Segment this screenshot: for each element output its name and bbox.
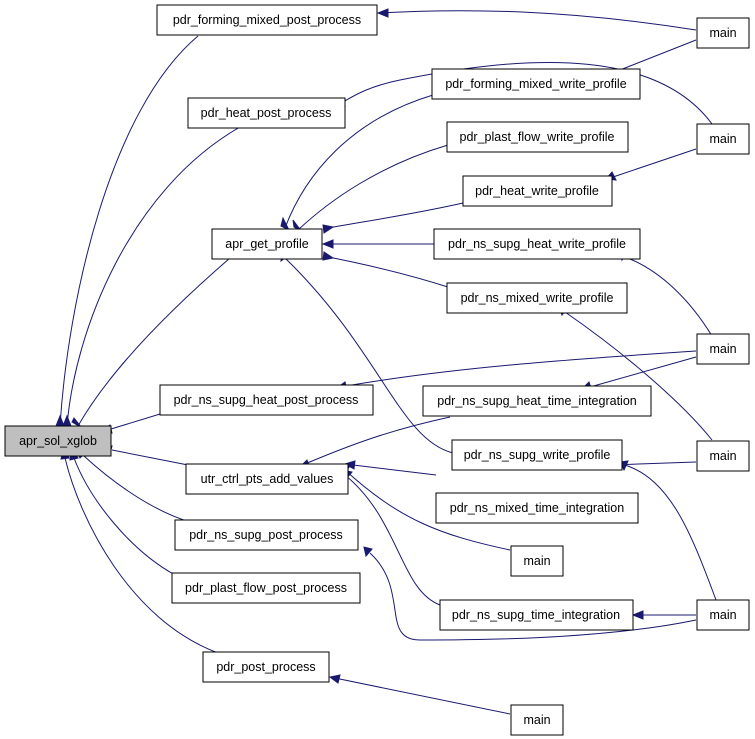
edge-post-process-to-xglob xyxy=(64,457,219,654)
node-pdr-plast-flow-post-process[interactable]: pdr_plast_flow_post_process xyxy=(171,572,361,604)
edge-main3-to-ns-supg-heat-post xyxy=(345,350,697,387)
node-utr-ctrl-pts-add-values[interactable]: utr_ctrl_pts_add_values xyxy=(185,463,349,495)
node-pdr-ns-mixed-time-integration[interactable]: pdr_ns_mixed_time_integration xyxy=(435,492,639,524)
nodes: apr_sol_xglob pdr_forming_mixed_post_pro… xyxy=(4,4,750,736)
node-label: main xyxy=(709,26,736,40)
edge-ns-supg-heat-time-to-utr-ctrl xyxy=(304,416,451,465)
edge-main5-to-utr-ctrl xyxy=(344,469,511,551)
node-label: pdr_heat_write_profile xyxy=(475,184,599,198)
node-label: pdr_ns_supg_post_process xyxy=(189,528,343,542)
edge-main2-to-heat-post xyxy=(342,62,713,125)
node-label: pdr_forming_mixed_post_process xyxy=(173,13,361,27)
edge-main2-to-heat-write xyxy=(612,148,697,178)
node-label: main xyxy=(709,342,736,356)
node-pdr-ns-supg-heat-write-profile[interactable]: pdr_ns_supg_heat_write_profile xyxy=(433,228,641,260)
edge-get-profile-to-xglob xyxy=(77,257,231,427)
arrow-into-get-profile-5 xyxy=(322,251,335,261)
node-label: pdr_ns_supg_heat_time_integration xyxy=(437,394,636,408)
node-label: pdr_plast_flow_post_process xyxy=(185,581,347,595)
node-label: main xyxy=(523,554,550,568)
edge-main3-to-ns-supg-heat-write xyxy=(624,256,713,337)
node-label: pdr_ns_supg_heat_write_profile xyxy=(448,237,626,251)
node-apr-sol-xglob[interactable]: apr_sol_xglob xyxy=(4,425,112,457)
node-main-5[interactable]: main xyxy=(510,545,564,577)
node-label: pdr_forming_mixed_write_profile xyxy=(445,77,626,91)
node-main-7[interactable]: main xyxy=(510,704,564,736)
node-main-4[interactable]: main xyxy=(696,440,750,472)
edge-main6-to-ns-supg-write xyxy=(624,464,717,601)
node-label: main xyxy=(523,713,550,727)
arrow-into-xglob-2 xyxy=(62,414,72,427)
edge-main4-to-ns-mixed-write xyxy=(564,311,713,441)
edge-heat-post-to-xglob xyxy=(66,126,241,427)
node-main-3[interactable]: main xyxy=(696,333,750,365)
edge-main7-to-post-process xyxy=(329,676,511,715)
node-label: main xyxy=(709,608,736,622)
arrow-into-ns-supg-time xyxy=(631,610,644,620)
node-pdr-forming-mixed-post-process[interactable]: pdr_forming_mixed_post_process xyxy=(156,4,378,36)
arrow-into-ns-supg-post xyxy=(363,546,373,558)
node-pdr-ns-supg-write-profile[interactable]: pdr_ns_supg_write_profile xyxy=(451,439,623,471)
node-label: pdr_plast_flow_write_profile xyxy=(460,130,615,144)
node-label: pdr_post_process xyxy=(216,660,315,674)
node-pdr-ns-supg-heat-post-process[interactable]: pdr_ns_supg_heat_post_process xyxy=(159,384,374,416)
node-pdr-ns-mixed-write-profile[interactable]: pdr_ns_mixed_write_profile xyxy=(446,282,628,314)
edge-ns-supg-post-to-xglob xyxy=(83,455,191,523)
node-label: pdr_ns_supg_write_profile xyxy=(464,448,611,462)
arrow-into-xglob-1 xyxy=(55,414,65,427)
node-main-2[interactable]: main xyxy=(696,123,750,155)
node-label: pdr_ns_supg_time_integration xyxy=(452,608,620,622)
node-main-6[interactable]: main xyxy=(696,599,750,631)
node-main-1[interactable]: main xyxy=(696,17,750,49)
node-pdr-ns-supg-time-integration[interactable]: pdr_ns_supg_time_integration xyxy=(439,599,634,631)
edge-ns-mixed-time-to-utr-ctrl xyxy=(344,463,437,476)
edge-heat-write-to-get-profile xyxy=(322,202,464,230)
edge-main6-to-ns-supg-post xyxy=(369,552,697,641)
node-label: pdr_heat_post_process xyxy=(201,106,332,120)
node-label: main xyxy=(709,449,736,463)
node-pdr-plast-flow-write-profile[interactable]: pdr_plast_flow_write_profile xyxy=(446,121,629,153)
edge-forming-mixed-post-to-xglob xyxy=(59,35,199,427)
node-apr-get-profile[interactable]: apr_get_profile xyxy=(211,228,323,260)
node-label: utr_ctrl_pts_add_values xyxy=(201,472,334,486)
edge-ns-supg-heat-post-to-xglob xyxy=(110,413,161,430)
edge-utr-ctrl-to-xglob xyxy=(111,449,189,466)
node-label: pdr_ns_supg_heat_post_process xyxy=(174,393,359,407)
edge-plast-flow-write-to-get-profile xyxy=(297,144,449,231)
edge-forming-mixed-write-to-get-profile xyxy=(284,94,434,229)
arrow-into-post-process xyxy=(328,674,341,684)
arrow-into-get-profile-4 xyxy=(321,239,334,249)
node-label: main xyxy=(709,132,736,146)
edge-ns-supg-time-to-utr-ctrl xyxy=(344,474,441,606)
node-label: pdr_ns_mixed_time_integration xyxy=(450,501,624,515)
node-label: pdr_ns_mixed_write_profile xyxy=(461,291,614,305)
node-pdr-heat-post-process[interactable]: pdr_heat_post_process xyxy=(187,97,346,129)
node-pdr-ns-supg-heat-time-integration[interactable]: pdr_ns_supg_heat_time_integration xyxy=(422,385,652,417)
edge-ns-mixed-write-to-get-profile xyxy=(322,255,449,288)
edge-plast-flow-post-to-xglob xyxy=(73,457,176,576)
arrow-into-forming-mixed-post xyxy=(376,8,389,18)
arrow-into-get-profile-3 xyxy=(322,224,335,234)
node-pdr-heat-write-profile[interactable]: pdr_heat_write_profile xyxy=(462,175,613,207)
edge-main1-to-forming-mixed-write xyxy=(619,39,697,71)
edge-main1-to-forming-mixed-post xyxy=(377,10,697,31)
node-pdr-ns-supg-post-process[interactable]: pdr_ns_supg_post_process xyxy=(174,519,359,551)
node-pdr-forming-mixed-write-profile[interactable]: pdr_forming_mixed_write_profile xyxy=(431,68,641,100)
edge-ns-supg-write-to-get-profile xyxy=(284,257,454,454)
node-label: apr_get_profile xyxy=(225,237,308,251)
node-pdr-post-process[interactable]: pdr_post_process xyxy=(202,651,330,683)
arrow-into-get-profile-1 xyxy=(280,216,291,232)
node-label: apr_sol_xglob xyxy=(19,434,97,448)
